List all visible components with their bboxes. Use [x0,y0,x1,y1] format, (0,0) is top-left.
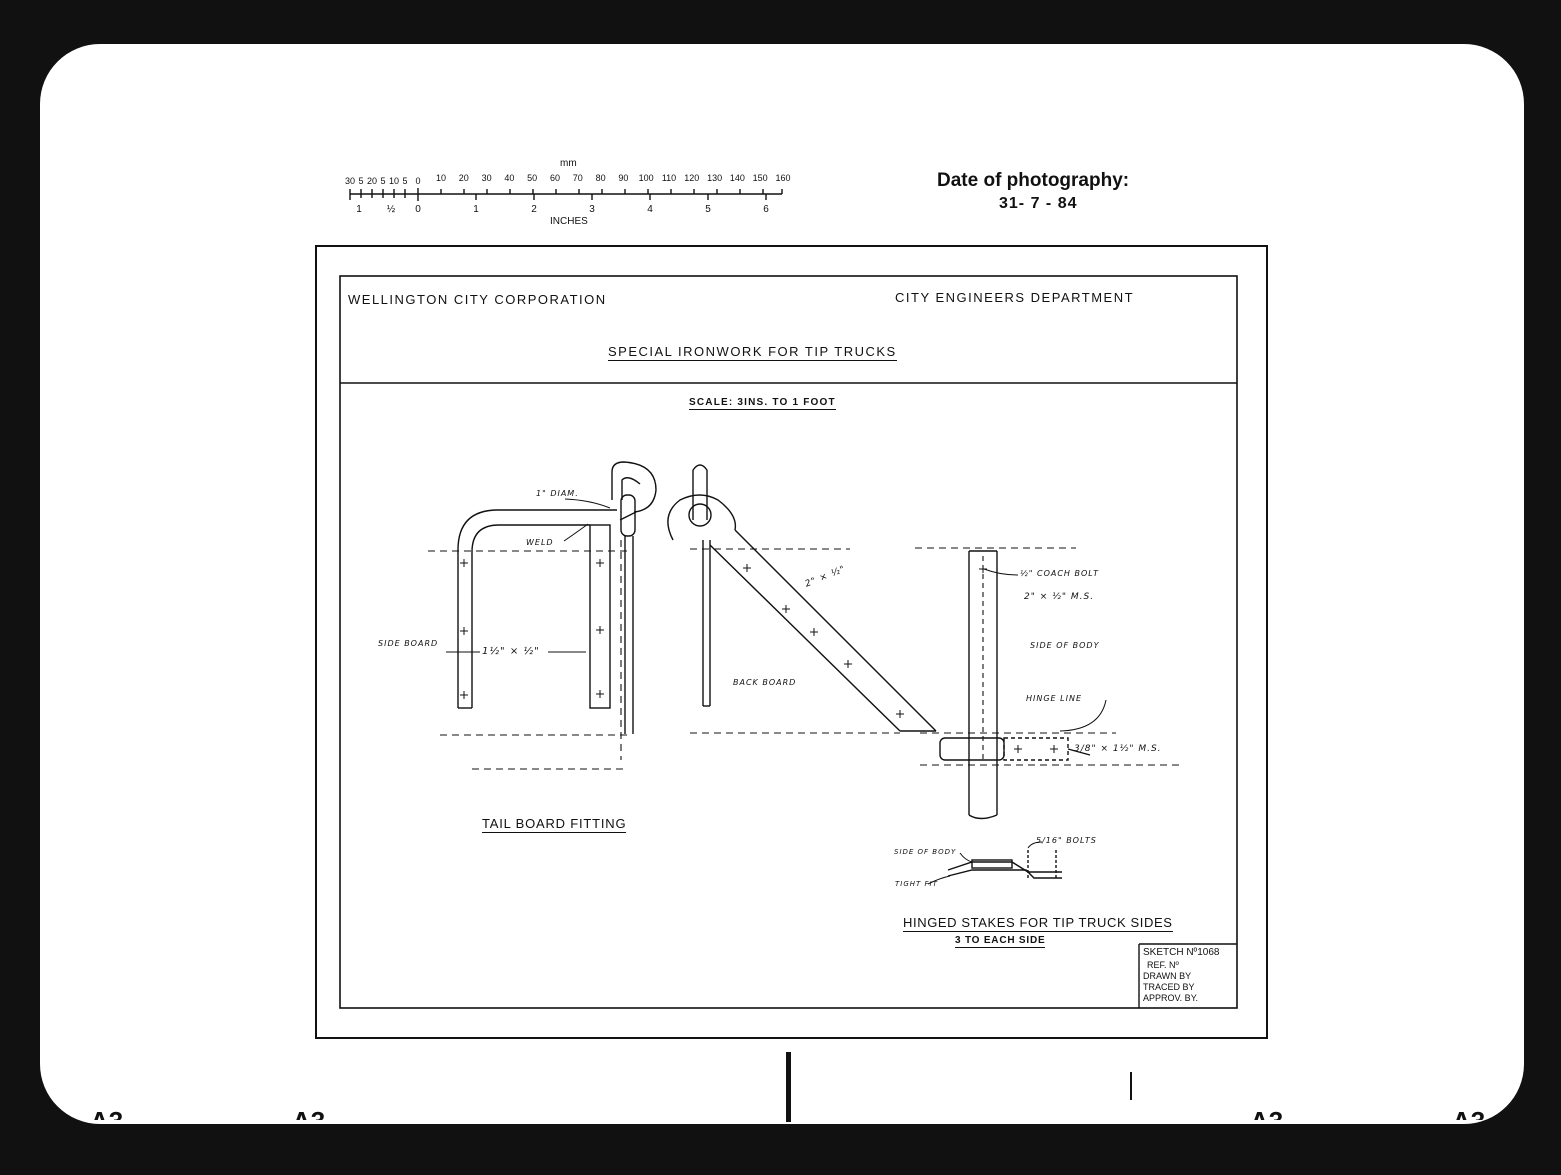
ruler-mm-tick: 20 [458,173,469,183]
hinged-stake-drawing [939,550,1091,880]
ruler-inches-label: INCHES [550,216,588,227]
cut-mark-small [1130,1072,1132,1100]
organization-name: WELLINGTON CITY CORPORATION [348,292,607,307]
label-ms-bar: 2" × ½" M.S. [1024,592,1095,602]
ruler-mm-tick: 110 [661,173,677,183]
ruler-inch-tick: 1 [356,204,362,215]
ruler-mm-tick: 40 [504,173,515,183]
ruler-mm-tick: 90 [618,173,629,183]
sheet-mark-3: A3 [1250,1106,1283,1120]
sheet-mark-4: A3 [1452,1106,1485,1120]
ruler-mm-tick: 100 [638,173,654,183]
label-ms-small: 3/8" × 1½" M.S. [1074,744,1162,754]
ruler-mm-tick: 160 [775,173,791,183]
ruler-mm-tick: 5 [380,176,386,186]
ruler-inch-tick: 4 [647,204,653,215]
ruler-inch-tick: 1 [473,204,479,215]
approved-by: APPROV. BY. [1143,993,1199,1003]
ruler-inch-tick: 0 [415,204,421,215]
label-tight-fit: TIGHT FIT [895,880,938,888]
title-block-frame [1138,943,1237,1008]
department-name: CITY ENGINEERS DEPARTMENT [895,290,1135,305]
sheet-mark-2: A3 [292,1106,325,1120]
stakes-caption: HINGED STAKES FOR TIP TRUCK SIDES [903,915,1173,932]
ruler-mm-tick: 10 [388,176,400,186]
ruler-inch-tick: ½ [386,204,396,215]
ruler-inch-tick: 6 [763,204,769,215]
ruler-mm-tick: 140 [729,173,745,183]
inner-border [339,275,1238,1009]
sketch-number: SKETCH Nº1068 [1143,947,1220,958]
cut-mark [786,1052,791,1122]
ref-number: REF. Nº [1147,960,1179,970]
scale-ruler [349,188,783,201]
ruler-mm-tick: 60 [549,173,561,183]
ruler-mm-tick: 70 [572,173,583,183]
ruler-mm-tick: 30 [481,173,492,183]
traced-by: TRACED BY [1143,982,1195,992]
label-weld: WELD [526,538,554,547]
ruler-mm-tick: 0 [415,176,421,186]
ruler-mm-label: mm [560,158,577,169]
label-flat-bar: 1½" × ½" [482,646,540,657]
ruler-mm-tick: 120 [684,173,700,183]
label-side-of-body: SIDE OF BODY [1030,641,1100,650]
drawn-by: DRAWN BY [1143,971,1192,981]
label-diam: 1" DIAM. [536,489,579,498]
label-side-board: SIDE BOARD [378,639,439,648]
ruler-mm-tick: 30 [344,176,356,186]
label-hinge-line: HINGE LINE [1026,694,1083,703]
drawing-title: SPECIAL IRONWORK FOR TIP TRUCKS [608,344,897,361]
ruler-mm-tick: 10 [435,173,447,183]
label-coach-bolt: ½" COACH BOLT [1020,569,1100,578]
ruler-mm-tick: 80 [595,173,606,183]
photo-frame [40,44,1524,1124]
photo-date-label: Date of photography: [937,170,1130,191]
stakes-subcaption: 3 TO EACH SIDE [955,935,1046,948]
ruler-mm-tick: 5 [358,176,364,186]
label-bolts: 5/16" BOLTS [1036,836,1097,845]
ruler-inch-tick: 5 [705,204,711,215]
ruler-inch-tick: 2 [531,204,537,215]
ruler-mm-tick: 150 [752,173,768,183]
ruler-inch-tick: 3 [589,204,595,215]
outer-border [315,245,1268,1039]
ruler-mm-tick: 50 [527,173,538,183]
sheet-mark-1: A3 [90,1106,123,1120]
tailboard-fitting-drawing [457,461,937,734]
ruler-mm-tick: 20 [366,176,378,186]
tailboard-caption: TAIL BOARD FITTING [482,816,627,833]
label-back-board: BACK BOARD [733,678,797,687]
label-side-of-body-2: SIDE OF BODY [894,848,957,856]
photo-date-value: 31- 7 - 84 [999,195,1078,212]
ruler-mm-tick: 130 [707,173,723,183]
ruler-mm-tick: 5 [402,176,408,186]
scale-note: SCALE: 3INS. TO 1 FOOT [689,397,836,410]
